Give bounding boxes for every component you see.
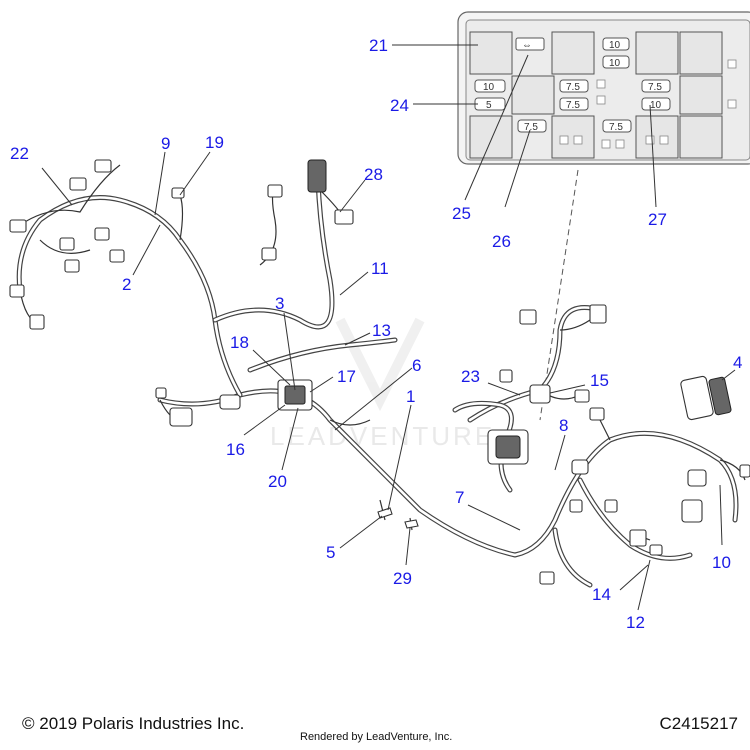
relay-g bbox=[551, 115, 595, 159]
callout-24: 24 bbox=[390, 96, 409, 115]
svg-text:10: 10 bbox=[483, 82, 495, 93]
callout-labels: 1 2 3 4 5 6 7 8 9 10 11 12 13 14 15 16 1… bbox=[10, 36, 742, 632]
callout-4: 4 bbox=[733, 353, 742, 372]
svg-text:7.5: 7.5 bbox=[566, 82, 580, 93]
fuse-box-inset: ⇔ 10 10 10 5 7.5 7.5 7.5 7.5 7.5 10 bbox=[457, 11, 750, 165]
diagram-part-number: C2415217 bbox=[659, 714, 738, 733]
callout-7: 7 bbox=[455, 488, 464, 507]
relay-d bbox=[679, 31, 723, 75]
callout-1: 1 bbox=[406, 387, 415, 406]
relay-a bbox=[469, 31, 513, 75]
relay-j bbox=[679, 75, 723, 115]
callout-17: 17 bbox=[337, 367, 356, 386]
sub-harness-wires bbox=[19, 164, 746, 546]
relay-h bbox=[635, 115, 679, 159]
svg-text:5: 5 bbox=[486, 100, 492, 111]
callout-6: 6 bbox=[412, 356, 421, 375]
svg-text:10: 10 bbox=[609, 40, 621, 51]
fuse-right-2: 10 bbox=[641, 97, 671, 111]
callout-16: 16 bbox=[226, 440, 245, 459]
callout-5: 5 bbox=[326, 543, 335, 562]
callout-21: 21 bbox=[369, 36, 388, 55]
callout-29: 29 bbox=[393, 569, 412, 588]
watermark: LEADVENTURE bbox=[270, 317, 495, 451]
relay-i bbox=[679, 115, 723, 159]
connectors bbox=[9, 159, 750, 585]
callout-11: 11 bbox=[371, 259, 389, 278]
callout-28: 28 bbox=[364, 165, 383, 184]
callout-18: 18 bbox=[230, 333, 249, 352]
fuse-left-1: 10 bbox=[474, 79, 506, 93]
callout-20: 20 bbox=[268, 472, 287, 491]
relay-f bbox=[469, 115, 513, 159]
callout-13: 13 bbox=[372, 321, 391, 340]
fuse-mid-2: 7.5 bbox=[559, 97, 589, 111]
svg-text:7.5: 7.5 bbox=[524, 122, 538, 133]
svg-text:7.5: 7.5 bbox=[609, 122, 623, 133]
fuse-right-1: 7.5 bbox=[641, 79, 671, 93]
fuse-mid-1: 7.5 bbox=[559, 79, 589, 93]
callout-9: 9 bbox=[161, 134, 170, 153]
callout-12: 12 bbox=[626, 613, 645, 632]
svg-text:7.5: 7.5 bbox=[566, 100, 580, 111]
leader-lines bbox=[41, 44, 736, 611]
callout-15: 15 bbox=[590, 371, 609, 390]
rendered-by-text: Rendered by LeadVenture, Inc. bbox=[300, 731, 453, 743]
callout-23: 23 bbox=[461, 367, 480, 386]
copyright-text: © 2019 Polaris Industries Inc. bbox=[22, 714, 245, 733]
main-harness bbox=[16, 177, 739, 588]
fuse-top-mid-1: 10 bbox=[602, 37, 630, 51]
svg-text:7.5: 7.5 bbox=[648, 82, 662, 93]
callout-2: 2 bbox=[122, 275, 131, 294]
fuse-symbol: ⇔ bbox=[522, 40, 532, 51]
fuse-left-2: 5 bbox=[474, 97, 506, 111]
callout-25: 25 bbox=[452, 204, 471, 223]
relay-b bbox=[551, 31, 595, 75]
callout-10: 10 bbox=[712, 553, 731, 572]
callout-22: 22 bbox=[10, 144, 29, 163]
callout-19: 19 bbox=[205, 133, 224, 152]
relay-c bbox=[635, 31, 679, 75]
callout-14: 14 bbox=[592, 585, 611, 604]
svg-text:10: 10 bbox=[609, 58, 621, 69]
fuse-bottom-2: 7.5 bbox=[602, 119, 632, 133]
callout-27: 27 bbox=[648, 210, 667, 229]
callout-3: 3 bbox=[275, 294, 284, 313]
callout-8: 8 bbox=[559, 416, 568, 435]
callout-26: 26 bbox=[492, 232, 511, 251]
relay-e bbox=[511, 75, 555, 115]
watermark-text: LEADVENTURE bbox=[270, 421, 495, 451]
svg-text:10: 10 bbox=[650, 100, 662, 111]
fuse-bottom-1: 7.5 bbox=[517, 119, 547, 133]
fuse-top-mid-2: 10 bbox=[602, 55, 630, 69]
